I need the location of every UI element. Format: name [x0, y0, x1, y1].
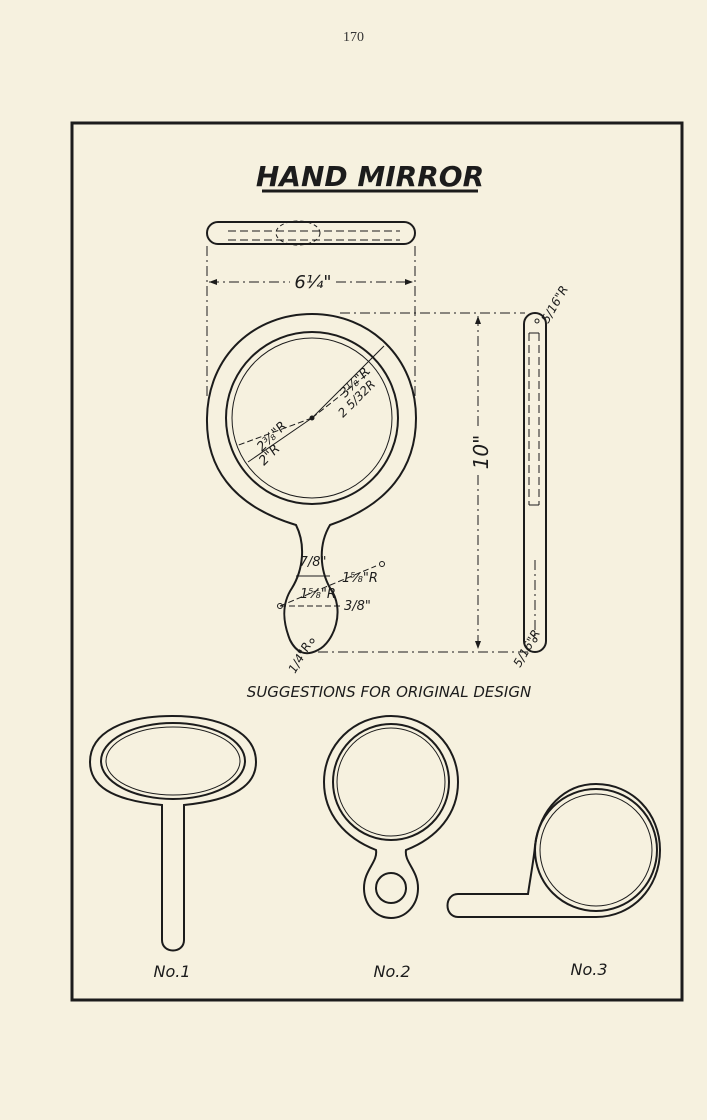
width-label: 6¼": [294, 272, 331, 293]
page-number: 170: [343, 30, 364, 45]
tip-radius-label: 1/4"R: [285, 640, 314, 676]
side-top-radius-label: 5/16"R: [538, 283, 571, 325]
glass-inner-circle: [231, 337, 393, 499]
title: HAND MIRROR: [256, 160, 484, 193]
drawing-border: [70, 121, 684, 1002]
subtitle: SUGGESTIONS FOR ORIGINAL DESIGN: [247, 683, 531, 701]
design-no2-label: No.2: [373, 962, 410, 981]
bulb-radius-left-label: 1⅝"R: [300, 587, 336, 602]
design-no1-label: No.1: [153, 962, 190, 981]
side-bottom-radius-label: 5/16"R: [510, 627, 543, 669]
top-view: [206, 220, 416, 246]
height-label: 10": [469, 435, 493, 470]
width-dimension: 6¼": [206, 246, 416, 400]
bulb-offset-label: 3/8": [344, 599, 371, 614]
design-no3-label: No.3: [570, 960, 607, 979]
bulb-radius-right-label: 1⅝"R: [342, 571, 378, 586]
neck-width-label: 7/8": [300, 555, 327, 570]
design-no1: [88, 714, 258, 952]
handle-dimensions: [277, 561, 385, 644]
design-no3: [446, 782, 662, 918]
radius-lines: [235, 345, 385, 463]
design-no2: [322, 714, 460, 920]
mirror-outline: [205, 312, 418, 655]
height-dimension: [318, 312, 530, 653]
glass-outer-circle: [225, 331, 399, 505]
side-view: [523, 312, 547, 653]
